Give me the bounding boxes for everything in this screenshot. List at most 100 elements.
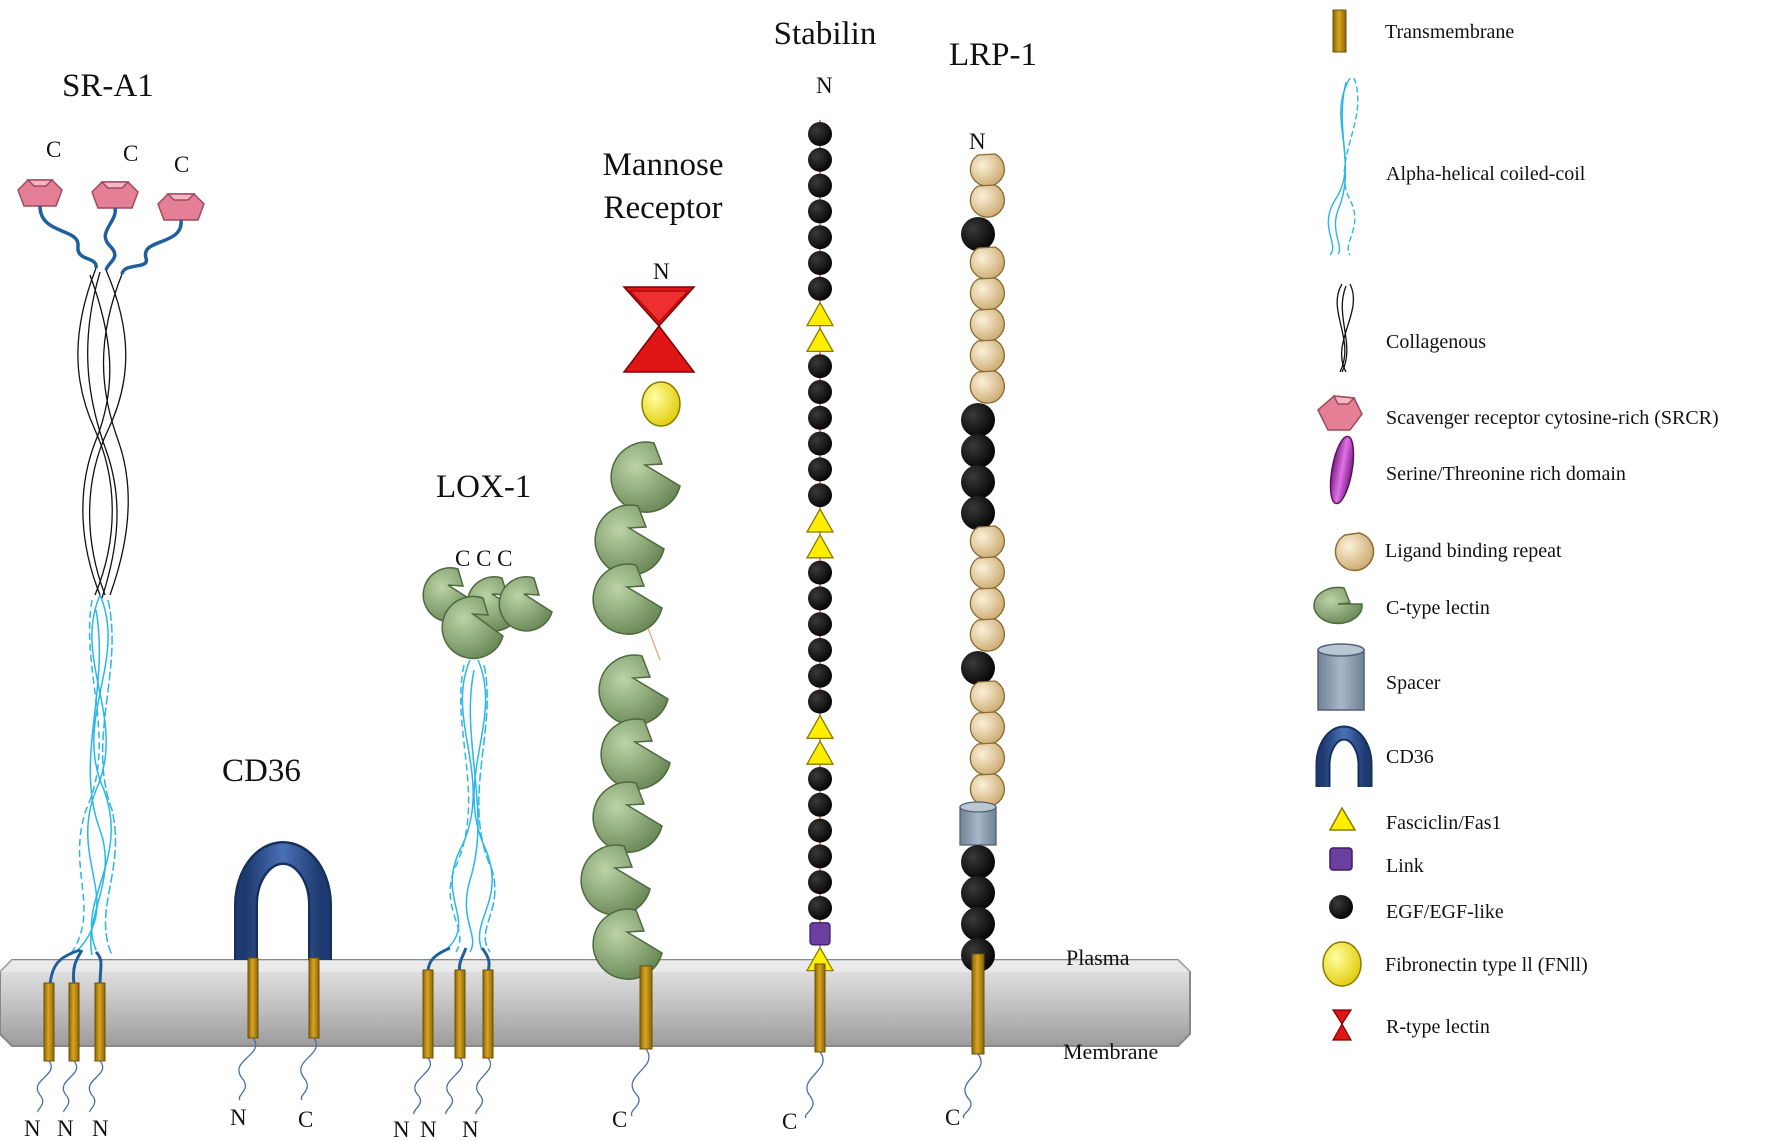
- egf-domain: [808, 483, 832, 508]
- legend-label-srcr: Scavenger receptor cytosine-rich (SRCR): [1386, 407, 1719, 429]
- ligand-binding-repeat-domain: [969, 184, 1005, 218]
- egf-domain: [808, 870, 832, 895]
- egf-domain: [961, 651, 995, 685]
- egf-domain: [808, 560, 832, 585]
- receptor-cd36: CD36 N C: [222, 753, 332, 1132]
- ligand-binding-repeat-domain: [969, 556, 1005, 590]
- legend-label-ligand-binding: Ligand binding repeat: [1385, 540, 1562, 562]
- egf-domain: [808, 689, 832, 714]
- ligand-binding-repeat-domain: [969, 246, 1005, 280]
- sra1-linkers-lower: [48, 948, 103, 986]
- cd36-c-label: C: [298, 1107, 313, 1132]
- lox1-c-labels: C C C: [455, 546, 513, 571]
- egf-icon: [1329, 895, 1353, 919]
- sra1-c-label-1: C: [46, 137, 61, 162]
- srcr-domain: [91, 181, 139, 209]
- receptor-mannose: Mannose Receptor N C: [580, 147, 724, 1132]
- egf-domain: [808, 896, 832, 920]
- fibronectin-icon: [1322, 941, 1362, 987]
- ligand-binding-repeat-domain: [969, 339, 1005, 373]
- transmembrane-domain: [639, 965, 653, 1050]
- membrane-label-plasma: Plasma: [1066, 945, 1130, 970]
- egf-domain: [961, 907, 995, 941]
- fasciclin-domain: [805, 533, 835, 559]
- mannose-n-label: N: [653, 259, 670, 284]
- egf-domain: [808, 431, 832, 456]
- egf-domain: [808, 199, 832, 224]
- egf-domain: [808, 767, 832, 791]
- link-icon: [1329, 847, 1353, 871]
- sra1-n-label-1: N: [24, 1116, 41, 1141]
- ligand-binding-repeat-domain: [969, 711, 1005, 745]
- lox1-n-label-1: N: [393, 1117, 410, 1141]
- transmembrane-domain: [422, 969, 494, 1059]
- legend-label-serine-threonine: Serine/Threonine rich domain: [1386, 463, 1626, 485]
- plasma-membrane: [0, 959, 1191, 1047]
- lox1-n-label-3: N: [462, 1117, 479, 1141]
- legend-label-coiled-coil: Alpha-helical coiled-coil: [1386, 163, 1586, 185]
- sra1-linkers: [38, 205, 183, 275]
- stabilin-cytoplasmic-tail: [804, 1051, 824, 1119]
- lox1-cytoplasmic-tails: [413, 1057, 492, 1115]
- receptor-stabilin: Stabilin N C: [774, 16, 877, 1134]
- egf-domain: [961, 876, 995, 910]
- legend-label-link: Link: [1386, 855, 1424, 877]
- cd36-title: CD36: [222, 753, 301, 789]
- c-type-lectin-domain: [422, 567, 553, 660]
- egf-domain: [808, 405, 832, 430]
- legend-label-egf: EGF/EGF-like: [1386, 901, 1504, 923]
- spacer-domain: [959, 806, 997, 846]
- lox1-coiled-coil-domain: [445, 659, 496, 953]
- sra1-collagenous-domain: [77, 267, 129, 599]
- egf-domain: [961, 403, 995, 437]
- fasciclin-domain: [805, 739, 835, 765]
- ligand-binding-repeat-domain: [969, 370, 1005, 404]
- stabilin-n-label: N: [816, 73, 833, 98]
- legend: Transmembrane Alpha-helical coiled-coil …: [1313, 9, 1719, 1041]
- c-type-lectin-icon: [1313, 586, 1363, 625]
- egf-domain: [961, 496, 995, 530]
- stabilin-title: Stabilin: [774, 16, 877, 52]
- fasciclin-domain: [805, 714, 835, 740]
- mannose-linker: [647, 627, 661, 661]
- legend-label-c-type-lectin: C-type lectin: [1386, 597, 1490, 619]
- cd36-domain: [234, 841, 332, 960]
- legend-label-fibronectin: Fibronectin type ll (FNll): [1385, 954, 1588, 976]
- egf-domain: [961, 434, 995, 468]
- receptor-sra1: SR-A1 C C C: [17, 68, 205, 1141]
- mannose-title-line2: Receptor: [603, 190, 722, 226]
- egf-domain: [961, 465, 995, 499]
- sra1-n-label-3: N: [92, 1116, 109, 1141]
- membrane-label-membrane: Membrane: [1063, 1039, 1158, 1064]
- fasciclin-domain: [805, 327, 835, 353]
- r-type-lectin-icon: [1331, 1009, 1353, 1041]
- transmembrane-domain: [43, 982, 106, 1062]
- egf-domain: [808, 122, 832, 146]
- ligand-binding-repeat-domain: [969, 680, 1005, 714]
- receptor-lox1: LOX-1 C C C: [393, 469, 553, 1141]
- ligand-binding-repeat-domain: [969, 742, 1005, 776]
- sra1-c-label-2: C: [123, 141, 138, 166]
- ligand-binding-repeat-domain: [969, 153, 1005, 187]
- ligand-binding-repeat-domain: [969, 277, 1005, 311]
- r-type-lectin-domain: [622, 286, 696, 373]
- transmembrane-icon: [1332, 9, 1347, 53]
- egf-domain: [808, 380, 832, 404]
- egf-domain: [808, 844, 832, 869]
- egf-domain: [808, 225, 832, 250]
- srcr-domain: [17, 179, 63, 207]
- fasciclin-domain: [805, 507, 835, 533]
- receptor-lrp1: LRP-1 N C: [945, 37, 1037, 1130]
- lrp1-domain-chain: [959, 153, 1005, 972]
- sra1-c-label-3: C: [174, 152, 189, 177]
- mannose-title-line1: Mannose: [603, 147, 724, 183]
- ligand-binding-repeat-domain: [969, 773, 1005, 807]
- legend-label-spacer: Spacer: [1386, 672, 1441, 694]
- egf-domain: [808, 457, 832, 482]
- transmembrane-domain: [971, 953, 985, 1055]
- transmembrane-domain: [814, 963, 826, 1053]
- egf-domain: [808, 147, 832, 172]
- fibronectin-domain: [641, 381, 681, 427]
- stabilin-c-label: C: [782, 1109, 797, 1134]
